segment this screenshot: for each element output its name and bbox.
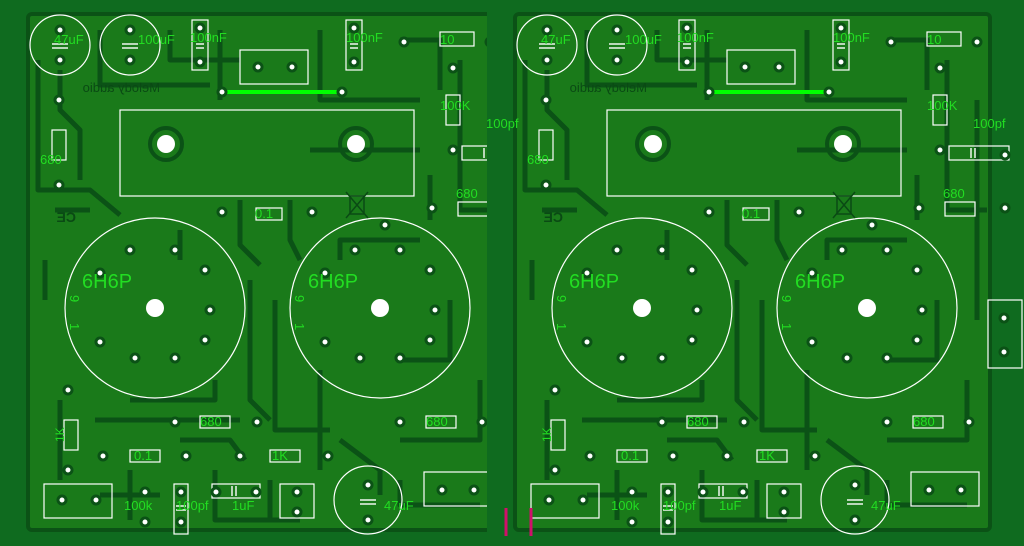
component-label-cap-100uf: 100uF bbox=[138, 32, 175, 47]
component-label-cap-1uf: 1uF bbox=[719, 498, 741, 513]
component-label-res-01-mid: 0.1 bbox=[742, 206, 760, 221]
component-label-cap-100uf: 100uF bbox=[625, 32, 662, 47]
weee-bin-icon bbox=[832, 191, 856, 219]
tube-pin-mark: 1 bbox=[67, 323, 82, 330]
component-label-cap-100pf-bot: 100pf bbox=[176, 498, 209, 513]
tube-pin-mark: 1 bbox=[554, 323, 569, 330]
component-label-res-680-a: 680 bbox=[687, 414, 709, 429]
component-label-cap-47uf-top: 47uF bbox=[54, 32, 84, 47]
tube-label: 6H6P bbox=[308, 271, 358, 293]
tube-pin-mark: 9 bbox=[554, 295, 569, 302]
tube-pin-mark: 9 bbox=[779, 295, 794, 302]
tube-label: 6H6P bbox=[82, 271, 132, 293]
component-label-res-100k-bot: 100k bbox=[611, 498, 640, 513]
component-label-res-100k: 100K bbox=[440, 98, 471, 113]
labels-right: 47uF 100uF 100nF 100nF 10 100K 100pf 680 680 0.1 6… bbox=[527, 30, 1006, 513]
component-label-res-01-bot: 0.1 bbox=[621, 448, 639, 463]
component-label-res-680-left: 680 bbox=[527, 152, 549, 167]
component-label-res-680-right: 680 bbox=[456, 186, 478, 201]
component-label-res-100k: 100K bbox=[927, 98, 958, 113]
component-label-res-1k-bot: 1K bbox=[272, 448, 288, 463]
brand-label: Melody audio bbox=[570, 80, 647, 95]
tube-pin-mark: 1 bbox=[779, 323, 794, 330]
component-label-res-680-b: 680 bbox=[426, 414, 448, 429]
component-label-cap-47uf-bot: 47uF bbox=[384, 498, 414, 513]
board-right bbox=[487, 0, 1009, 546]
component-label-cap-47uf-top: 47uF bbox=[541, 32, 571, 47]
component-label-res-01-mid: 0.1 bbox=[255, 206, 273, 221]
ce-icon: CE bbox=[57, 209, 76, 225]
labels-left: 47uF 100uF 100nF 100nF 10 100K 100pf 680 680 0.1 6… bbox=[40, 30, 519, 513]
component-label-res-1k-left: 1K bbox=[53, 427, 67, 442]
board-left bbox=[0, 0, 522, 546]
component-label-res-10: 10 bbox=[440, 32, 454, 47]
component-label-res-100k-bot: 100k bbox=[124, 498, 153, 513]
component-label-cap-100nf-a: 100nF bbox=[677, 30, 714, 45]
component-label-cap-100pf-bot: 100pf bbox=[663, 498, 696, 513]
tube-pin-mark: 1 bbox=[292, 323, 307, 330]
component-label-res-01-bot: 0.1 bbox=[134, 448, 152, 463]
tube-pin-mark: 9 bbox=[67, 295, 82, 302]
tube-label: 6H6P bbox=[569, 271, 619, 293]
component-label-res-680-b: 680 bbox=[913, 414, 935, 429]
component-label-res-680-right: 680 bbox=[943, 186, 965, 201]
component-label-cap-100nf-b: 100nF bbox=[346, 30, 383, 45]
component-label-res-1k-left: 1K bbox=[540, 427, 554, 442]
tube-pin-mark: 9 bbox=[292, 295, 307, 302]
component-label-cap-100nf-b: 100nF bbox=[833, 30, 870, 45]
component-label-res-680-a: 680 bbox=[200, 414, 222, 429]
ce-icon: CE bbox=[544, 209, 563, 225]
tube-label: 6H6P bbox=[795, 271, 845, 293]
component-label-cap-100pf-right: 100pf bbox=[973, 116, 1006, 131]
weee-bin-icon bbox=[345, 191, 369, 219]
component-label-cap-1uf: 1uF bbox=[232, 498, 254, 513]
component-label-res-10: 10 bbox=[927, 32, 941, 47]
component-label-res-1k-bot: 1K bbox=[759, 448, 775, 463]
component-label-cap-47uf-bot: 47uF bbox=[871, 498, 901, 513]
edge-connector bbox=[987, 299, 1023, 369]
component-label-cap-100pf-right: 100pf bbox=[486, 116, 519, 131]
component-label-cap-100nf-a: 100nF bbox=[190, 30, 227, 45]
brand-label: Melody audio bbox=[83, 80, 160, 95]
component-label-res-680-left: 680 bbox=[40, 152, 62, 167]
